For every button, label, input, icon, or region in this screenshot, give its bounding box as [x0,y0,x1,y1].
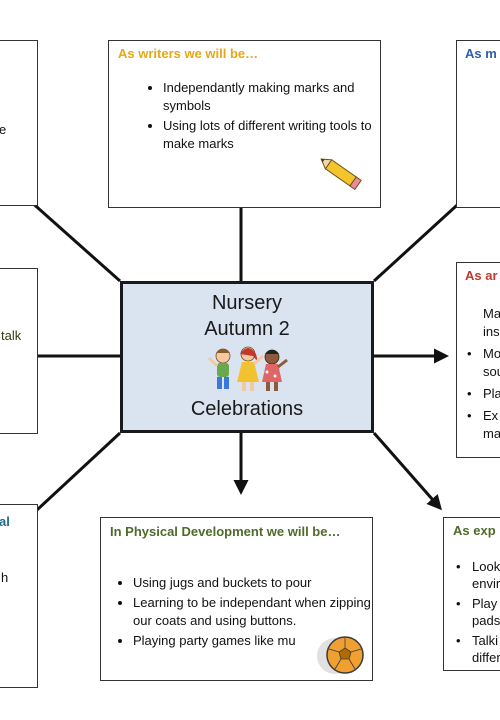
bottom-left-title: al [0,514,10,529]
children-icon [203,342,293,398]
center-box: Nursery Autumn 2 Ce [120,281,374,433]
list-item: •Play [456,596,498,611]
writers-list: Independantly making marks and symbols U… [143,79,380,155]
arrow-down-right [372,432,442,511]
list-item: Learning to be independant when zipping … [133,594,372,630]
ball-icon [315,634,365,676]
bottom-right-list: •Look envir •Play pads •Talki differ [454,558,500,666]
bottom-right-box: As exp •Look envir •Play pads •Talki dif… [443,517,500,671]
arrow-up-left [17,190,121,283]
physical-title: In Physical Development we will be… [110,524,341,539]
list-item: Using lots of different writing tools to… [163,117,380,153]
top-right-box: As m [456,40,500,208]
bottom-right-title: As exp [453,523,496,538]
list-item: •Ex [467,408,499,423]
physical-list: Using jugs and buckets to pour Learning … [113,574,372,652]
physical-box: In Physical Development we will be… Usin… [100,517,373,681]
mid-left-box: talk [0,268,38,434]
center-line-2: Autumn 2 [204,318,290,340]
bottom-left-box: al h [0,504,38,688]
list-item: •Talki [456,633,499,648]
list-item: sou [483,364,500,379]
writers-box: As writers we will be… Independantly mak… [108,40,381,208]
mid-left-fragment: talk [1,328,22,343]
list-item: Playing party games like mu [133,632,372,650]
list-item: differ [472,650,500,665]
center-line-3: Celebrations [190,398,304,420]
arrow-down-left [21,431,122,525]
bottom-left-fragment: h [1,570,9,585]
list-item: •Pla [467,386,500,401]
list-item: envir [472,576,500,591]
list-item: pads [472,613,500,628]
top-left-box: e [0,40,38,206]
list-item: •Look [456,559,500,574]
list-item: ma [483,426,500,441]
mid-right-title: As ar [465,268,498,283]
list-item: •Ma [483,306,500,321]
list-item: ins [483,324,500,339]
pencil-icon [319,153,367,197]
list-item: •Mo [467,346,500,361]
list-item: Independantly making marks and symbols [163,79,380,115]
center-line-1: Nursery [211,292,282,314]
top-left-fragment: e [0,121,6,139]
top-right-title: As m [465,46,497,61]
mid-right-list: •Ma ins •Mo sou •Pla •Ex ma [465,305,500,443]
list-item: Using jugs and buckets to pour [133,574,372,592]
writers-title: As writers we will be… [118,46,259,61]
mid-right-box: As ar •Ma ins •Mo sou •Pla •Ex ma [456,262,500,458]
